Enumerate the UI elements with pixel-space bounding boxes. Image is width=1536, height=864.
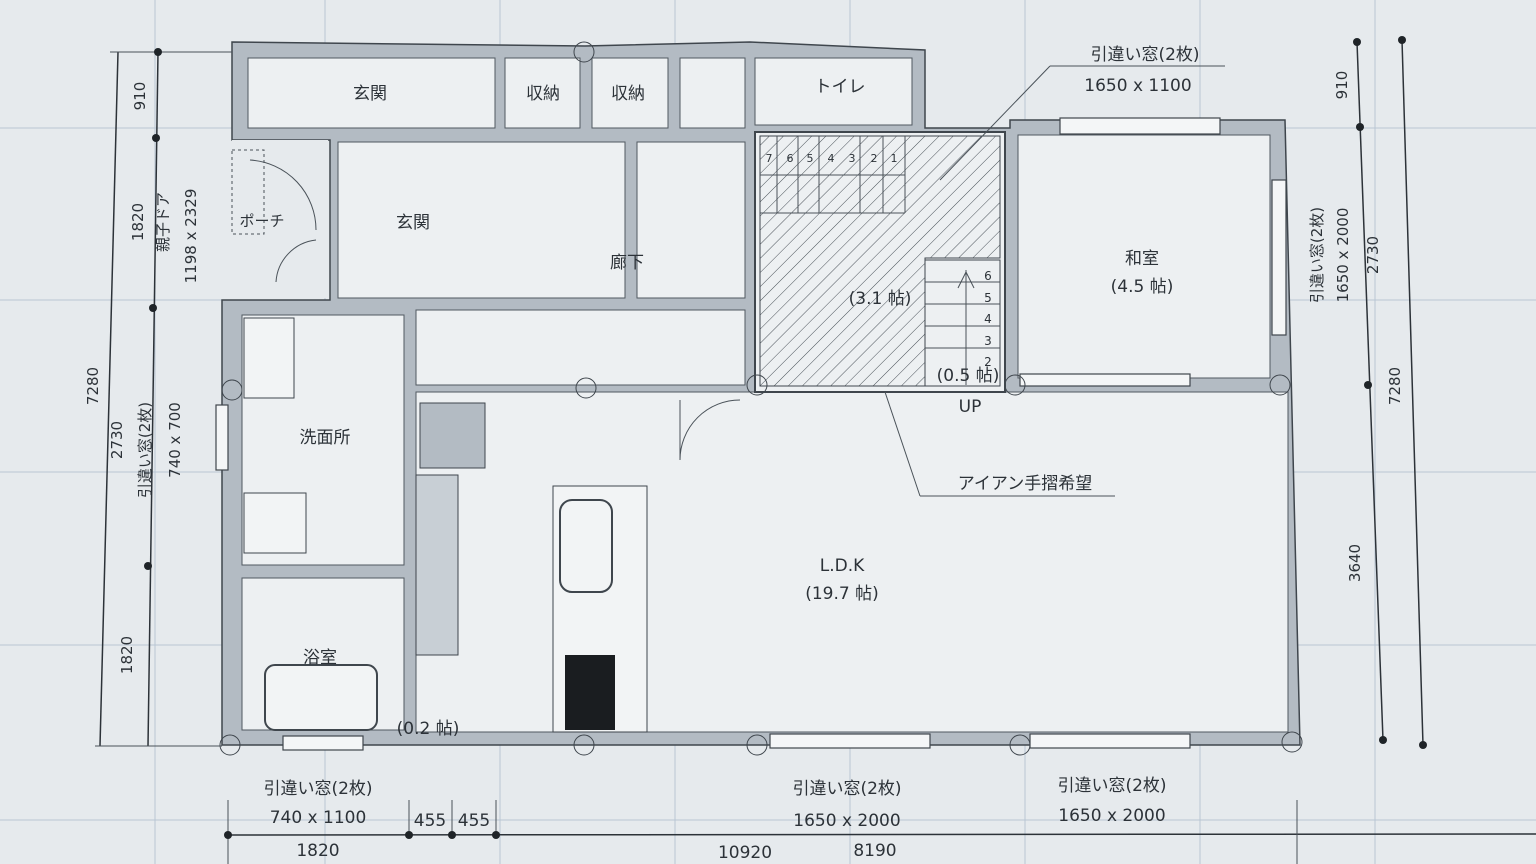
railing-note: アイアン手摺希望 (958, 474, 1092, 494)
windows (215, 117, 1287, 751)
right-dims-total: 7280 (1386, 367, 1404, 405)
stairs-lower-steps-4: 2 (984, 355, 992, 369)
stairs-upper-steps-3: 4 (828, 152, 835, 165)
room-toilet: トイレ (815, 77, 866, 97)
room-storage-1: 収納 (526, 84, 560, 104)
ldk-area: (19.7 帖) (805, 584, 879, 604)
top-window-type: 引違い窓(2枚) (1090, 45, 1199, 65)
lower-stair-numbers: 6 5 4 3 2 (984, 269, 992, 369)
stairs-upper-steps-6: 1 (891, 152, 898, 165)
stair-up-label: UP (959, 397, 982, 417)
right-dims-d910: 910 (1333, 71, 1351, 100)
left-dims-door-type: 親子ドア (154, 192, 172, 252)
stairs-upper-steps-4: 3 (849, 152, 856, 165)
bottom-dims-w1-size: 740 x 1100 (270, 808, 367, 828)
stairs-lower-steps-0: 6 (984, 269, 992, 283)
stair-hall-area: (3.1 帖) (849, 289, 912, 309)
annotations: 引違い窓(2枚) 1650 x 1100 アイアン手摺希望 (884, 45, 1225, 497)
stairs-upper-steps-5: 2 (871, 152, 878, 165)
bottom-dimensions: 引違い窓(2枚) 740 x 1100 1820 455 455 引違い窓(2枚… (224, 776, 1536, 864)
stair-landing-area: (0.5 帖) (937, 366, 1000, 386)
right-dimensions: 910 引違い窓(2枚) 1650 x 2000 2730 7280 3640 (1308, 36, 1427, 749)
bottom-dims-total: 10920 (718, 843, 772, 863)
upper-stair-numbers: 7 6 5 4 3 2 1 (766, 152, 898, 165)
left-dims-d1820-top: 1820 (129, 203, 147, 241)
room-washroom: 洗面所 (300, 428, 351, 448)
right-dims-d3640: 3640 (1346, 544, 1364, 582)
bottom-dims-w2-size: 1650 x 2000 (793, 811, 900, 831)
room-corridor: 廊下 (610, 253, 644, 273)
bottom-dims-d8190: 8190 (853, 841, 896, 861)
right-dims-d2730: 2730 (1364, 236, 1382, 274)
fixtures (243, 159, 741, 733)
left-dims-d1820-bottom: 1820 (118, 636, 136, 674)
walls (221, 41, 1301, 746)
bath-area: (0.2 帖) (397, 719, 460, 739)
bottom-dims-d1820: 1820 (296, 841, 339, 861)
room-storage-2: 収納 (611, 84, 645, 104)
bottom-dims-w1-type: 引違い窓(2枚) (263, 779, 372, 799)
left-dims-window-type: 引違い窓(2枚) (136, 402, 154, 498)
room-porch: ポーチ (239, 212, 284, 230)
washitsu-area: (4.5 帖) (1111, 277, 1174, 297)
stairs-lower-steps-2: 4 (984, 312, 992, 326)
left-dims-d2730: 2730 (108, 421, 126, 459)
bottom-dims-w2-type: 引違い窓(2枚) (792, 779, 901, 799)
left-dims-total: 7280 (84, 367, 102, 405)
room-labels: 玄関 収納 収納 トイレ 玄関 ポーチ 廊下 洗面所 浴室 (0.2 帖) L.… (239, 77, 1173, 739)
column-markers (219, 41, 1303, 756)
bottom-dims-w3-size: 1650 x 2000 (1058, 806, 1165, 826)
room-washitsu: 和室 (1125, 249, 1159, 269)
stairs-lower-steps-1: 5 (984, 291, 992, 305)
bottom-dims-w3-type: 引違い窓(2枚) (1057, 776, 1166, 796)
right-dims-window-size: 1650 x 2000 (1334, 208, 1352, 303)
room-bathroom: 浴室 (303, 648, 337, 668)
left-dims-door-size: 1198 x 2329 (182, 189, 200, 284)
left-dimensions: 910 1820 親子ドア 1198 x 2329 7280 2730 引違い窓… (84, 48, 232, 747)
bottom-dims-d455b: 455 (458, 811, 490, 831)
right-dims-window-type: 引違い窓(2枚) (1308, 207, 1326, 303)
stair-hall: 7 6 5 4 3 2 1 6 5 4 3 2 (754, 131, 1006, 393)
stairs-upper-steps-2: 5 (807, 152, 814, 165)
left-dims-window-size: 740 x 700 (166, 402, 184, 478)
room-ldk: L.D.K (820, 556, 865, 576)
stairs-lower-steps-3: 3 (984, 334, 992, 348)
top-window-size: 1650 x 1100 (1084, 76, 1191, 96)
room-entrance: 玄関 (396, 213, 430, 233)
left-dims-d910: 910 (131, 82, 149, 111)
stairs-upper-steps-1: 6 (787, 152, 794, 165)
bottom-dims-d455a: 455 (414, 811, 446, 831)
room-genkan-storage: 玄関 (353, 84, 387, 104)
stairs-upper-steps-0: 7 (766, 152, 773, 165)
